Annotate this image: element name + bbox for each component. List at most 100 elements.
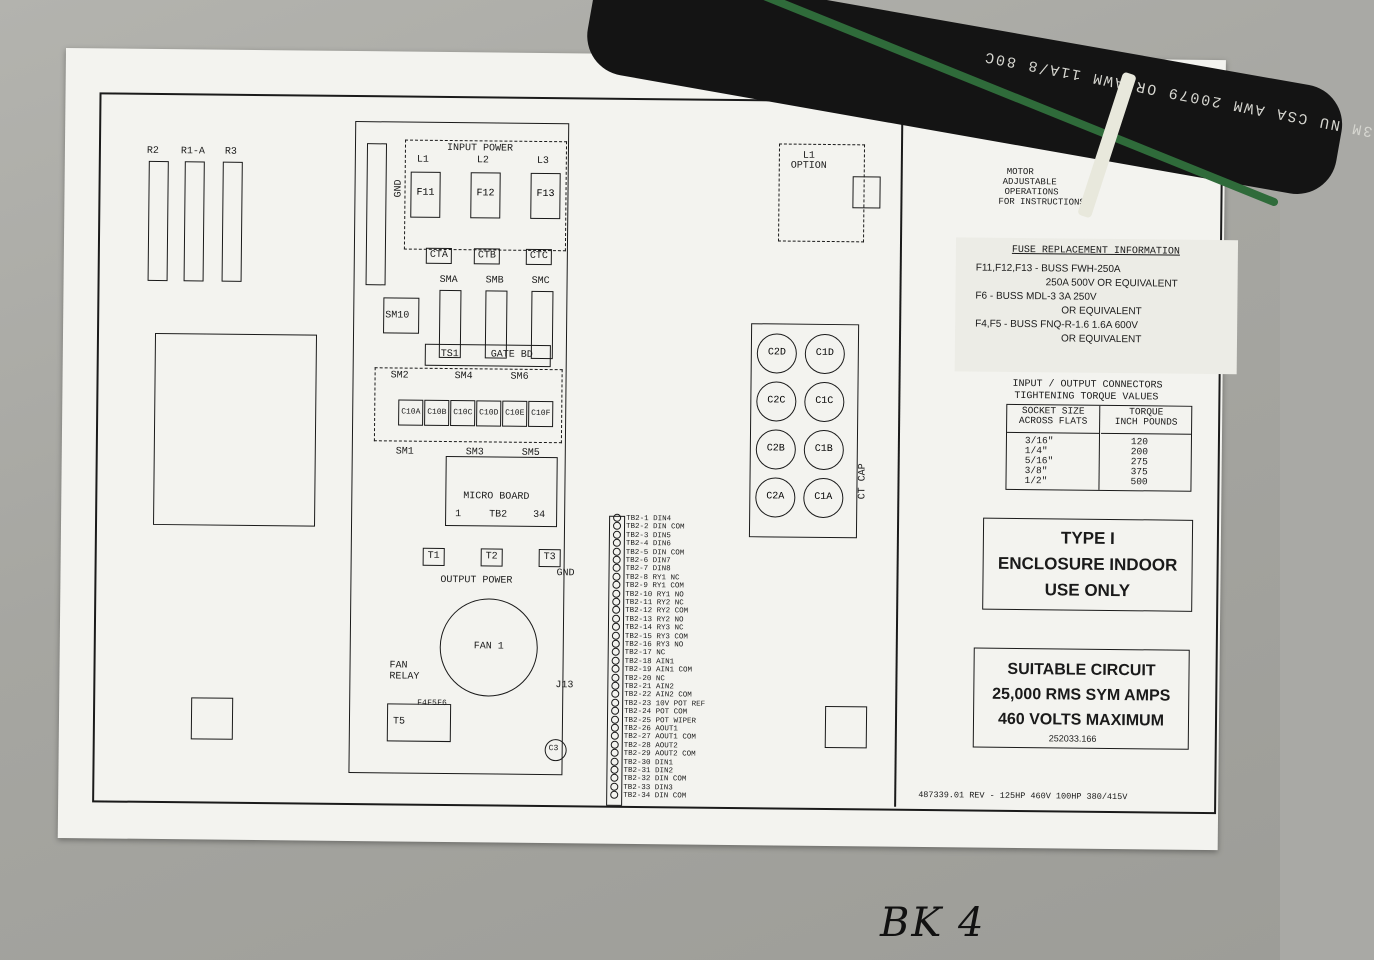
torque-title-1: INPUT / OUTPUT CONNECTORS	[1012, 378, 1163, 392]
torque-socket-size: 1/2"	[1024, 475, 1048, 487]
drawing-footer: 487339.01 REV - 125HP 460V 100HP 380/415…	[918, 789, 1128, 803]
terminal-screw-icon	[610, 748, 619, 758]
terminal-screw-icon	[613, 513, 622, 522]
tb2-terminal: TB2-13 RY2 NO	[612, 614, 684, 624]
terminal-t2: T2	[480, 548, 503, 567]
resistor-r3	[221, 161, 243, 282]
handwritten-marking: BK 4	[880, 900, 986, 946]
terminal-screw-icon	[612, 614, 621, 623]
terminal-screw-icon	[611, 639, 620, 648]
ts1-label: TS1	[440, 348, 459, 361]
cap-c10f: C10F	[528, 400, 554, 428]
tb2-terminal: TB2-11 RY2 NC	[612, 597, 684, 607]
cap-c10c: C10C	[450, 400, 476, 427]
sm10-label: SM10	[385, 310, 410, 322]
capacitor-c2b: C2B	[755, 429, 797, 470]
tb2-terminal: TB2-19 AIN1 COM	[611, 664, 692, 675]
capacitor-label: C1A	[814, 491, 833, 504]
capacitor-c2c: C2C	[756, 381, 797, 422]
resistor-label-r2: R2	[146, 145, 159, 157]
terminal-screw-icon	[610, 790, 619, 800]
capacitor-c2d: C2D	[756, 333, 798, 374]
terminal-t3: T3	[538, 548, 561, 568]
terminal-screw-icon	[611, 664, 620, 674]
capacitor-label: C2C	[767, 395, 786, 407]
fuse-f13: F13	[530, 172, 561, 220]
torque-table: SOCKET SIZE ACROSS FLATS TORQUE INCH POU…	[1005, 403, 1193, 492]
terminal-screw-icon	[611, 673, 620, 682]
output-power-title: OUTPUT POWER	[440, 574, 513, 587]
l1-option-label: L1 OPTION	[790, 150, 827, 172]
tb2-terminal: TB2-12 RY2 COM	[612, 606, 688, 616]
tb2-terminal: TB2-14 RY3 NC	[611, 622, 684, 633]
fuse-f12: F12	[470, 172, 501, 219]
t5-label: T5	[392, 716, 406, 728]
module-sm2: SM2	[390, 370, 409, 382]
resistor-label-r1a: R1-A	[180, 146, 205, 158]
torque-col-inch-pounds: TORQUE INCH POUNDS	[1101, 405, 1192, 435]
module-sm6: SM6	[510, 371, 529, 383]
micro-board-label: MICRO BOARD	[463, 491, 530, 503]
capacitor-label: C2D	[767, 347, 786, 359]
resistor-r2	[147, 160, 169, 282]
snubber-label-smc: SMC	[531, 275, 550, 288]
terminal-screw-icon	[610, 732, 619, 741]
capacitor-c1a: C1A	[803, 477, 844, 519]
fan-relay-label: FAN RELAY	[389, 660, 420, 683]
terminal-screw-icon	[610, 740, 619, 749]
gnd-label: GND	[393, 179, 405, 198]
cap-c10d: C10D	[476, 400, 502, 427]
capacitor-c2a: C2A	[755, 477, 796, 518]
tb2-pin-last: 34	[533, 509, 546, 522]
terminal-screw-icon	[610, 765, 619, 774]
c3-label: C3	[548, 744, 559, 754]
wiring-diagram-label: R2 R1-A R3 INPUT POWER L1 L2 L3 F11 F12 …	[57, 48, 1239, 851]
tb2-terminal: TB2-34 DIN COM	[610, 790, 687, 801]
terminal-screw-icon	[612, 547, 621, 556]
circuit-line-1: SUITABLE CIRCUIT	[1007, 660, 1156, 680]
tb2-terminal: TB2-26 AOUT1	[610, 723, 678, 733]
terminal-screw-icon	[612, 555, 621, 564]
enclosure-line-2: ENCLOSURE INDOOR	[997, 553, 1178, 575]
tb2-terminal: TB2-1 DIN4	[613, 513, 671, 523]
gate-board-label: GATE BD	[490, 349, 533, 361]
tb2-terminal: TB2-28 AOUT2	[610, 740, 678, 750]
module-sm4: SM4	[454, 371, 473, 383]
enclosure-line-1: TYPE I	[1060, 528, 1115, 549]
cap-c10e: C10E	[502, 400, 528, 427]
tb2-terminal: TB2-24 POT COM	[611, 706, 687, 717]
circuit-line-3: 460 VOLTS MAXIMUM	[997, 710, 1165, 730]
enclosure-rating-box: TYPE I ENCLOSURE INDOOR USE ONLY	[982, 517, 1194, 612]
terminal-screw-icon	[612, 538, 621, 548]
capacitor-c1b: C1B	[803, 429, 845, 471]
capacitor-label: C1C	[815, 395, 834, 408]
left-mount	[190, 697, 234, 740]
resistor-r1a	[183, 161, 205, 282]
fuse-f11: F11	[410, 171, 441, 218]
fuse-info-line-3: F6 - BUSS MDL-3 3A 250V	[975, 290, 1097, 303]
fuse-f6: F6	[437, 698, 447, 709]
capacitor-label: C2A	[766, 491, 785, 503]
terminal-screw-icon	[612, 522, 622, 531]
fuse-info-line-1: F11,F12,F13 - BUSS FWH-250A	[975, 262, 1121, 276]
ground-bus	[365, 143, 388, 286]
capacitor-label: C1D	[815, 347, 834, 360]
terminal-screw-icon	[610, 782, 619, 791]
terminal-screw-icon	[610, 757, 619, 766]
tb2-terminal: TB2-32 DIN COM	[610, 774, 686, 784]
terminal-screw-icon	[612, 530, 621, 539]
tb2-terminal: TB2-9 RY1 COM	[612, 580, 684, 591]
tb2-terminal-label: TB2-34 DIN COM	[623, 792, 687, 801]
tb2-terminal: TB2-2 DIN COM	[612, 522, 685, 532]
cap-c10a: C10A	[398, 399, 424, 426]
terminal-screw-icon	[611, 622, 621, 632]
terminal-screw-icon	[611, 681, 620, 690]
snubber-label-smb: SMB	[485, 275, 504, 287]
line-label-l3: L3	[536, 155, 549, 168]
resistor-label-r3: R3	[224, 146, 237, 158]
terminal-screw-icon	[611, 690, 620, 699]
cap-c10b: C10B	[424, 399, 450, 427]
fuse-info-title: FUSE REPLACEMENT INFORMATION	[1011, 244, 1181, 258]
terminal-screw-icon	[612, 572, 621, 581]
terminal-screw-icon	[611, 648, 620, 657]
